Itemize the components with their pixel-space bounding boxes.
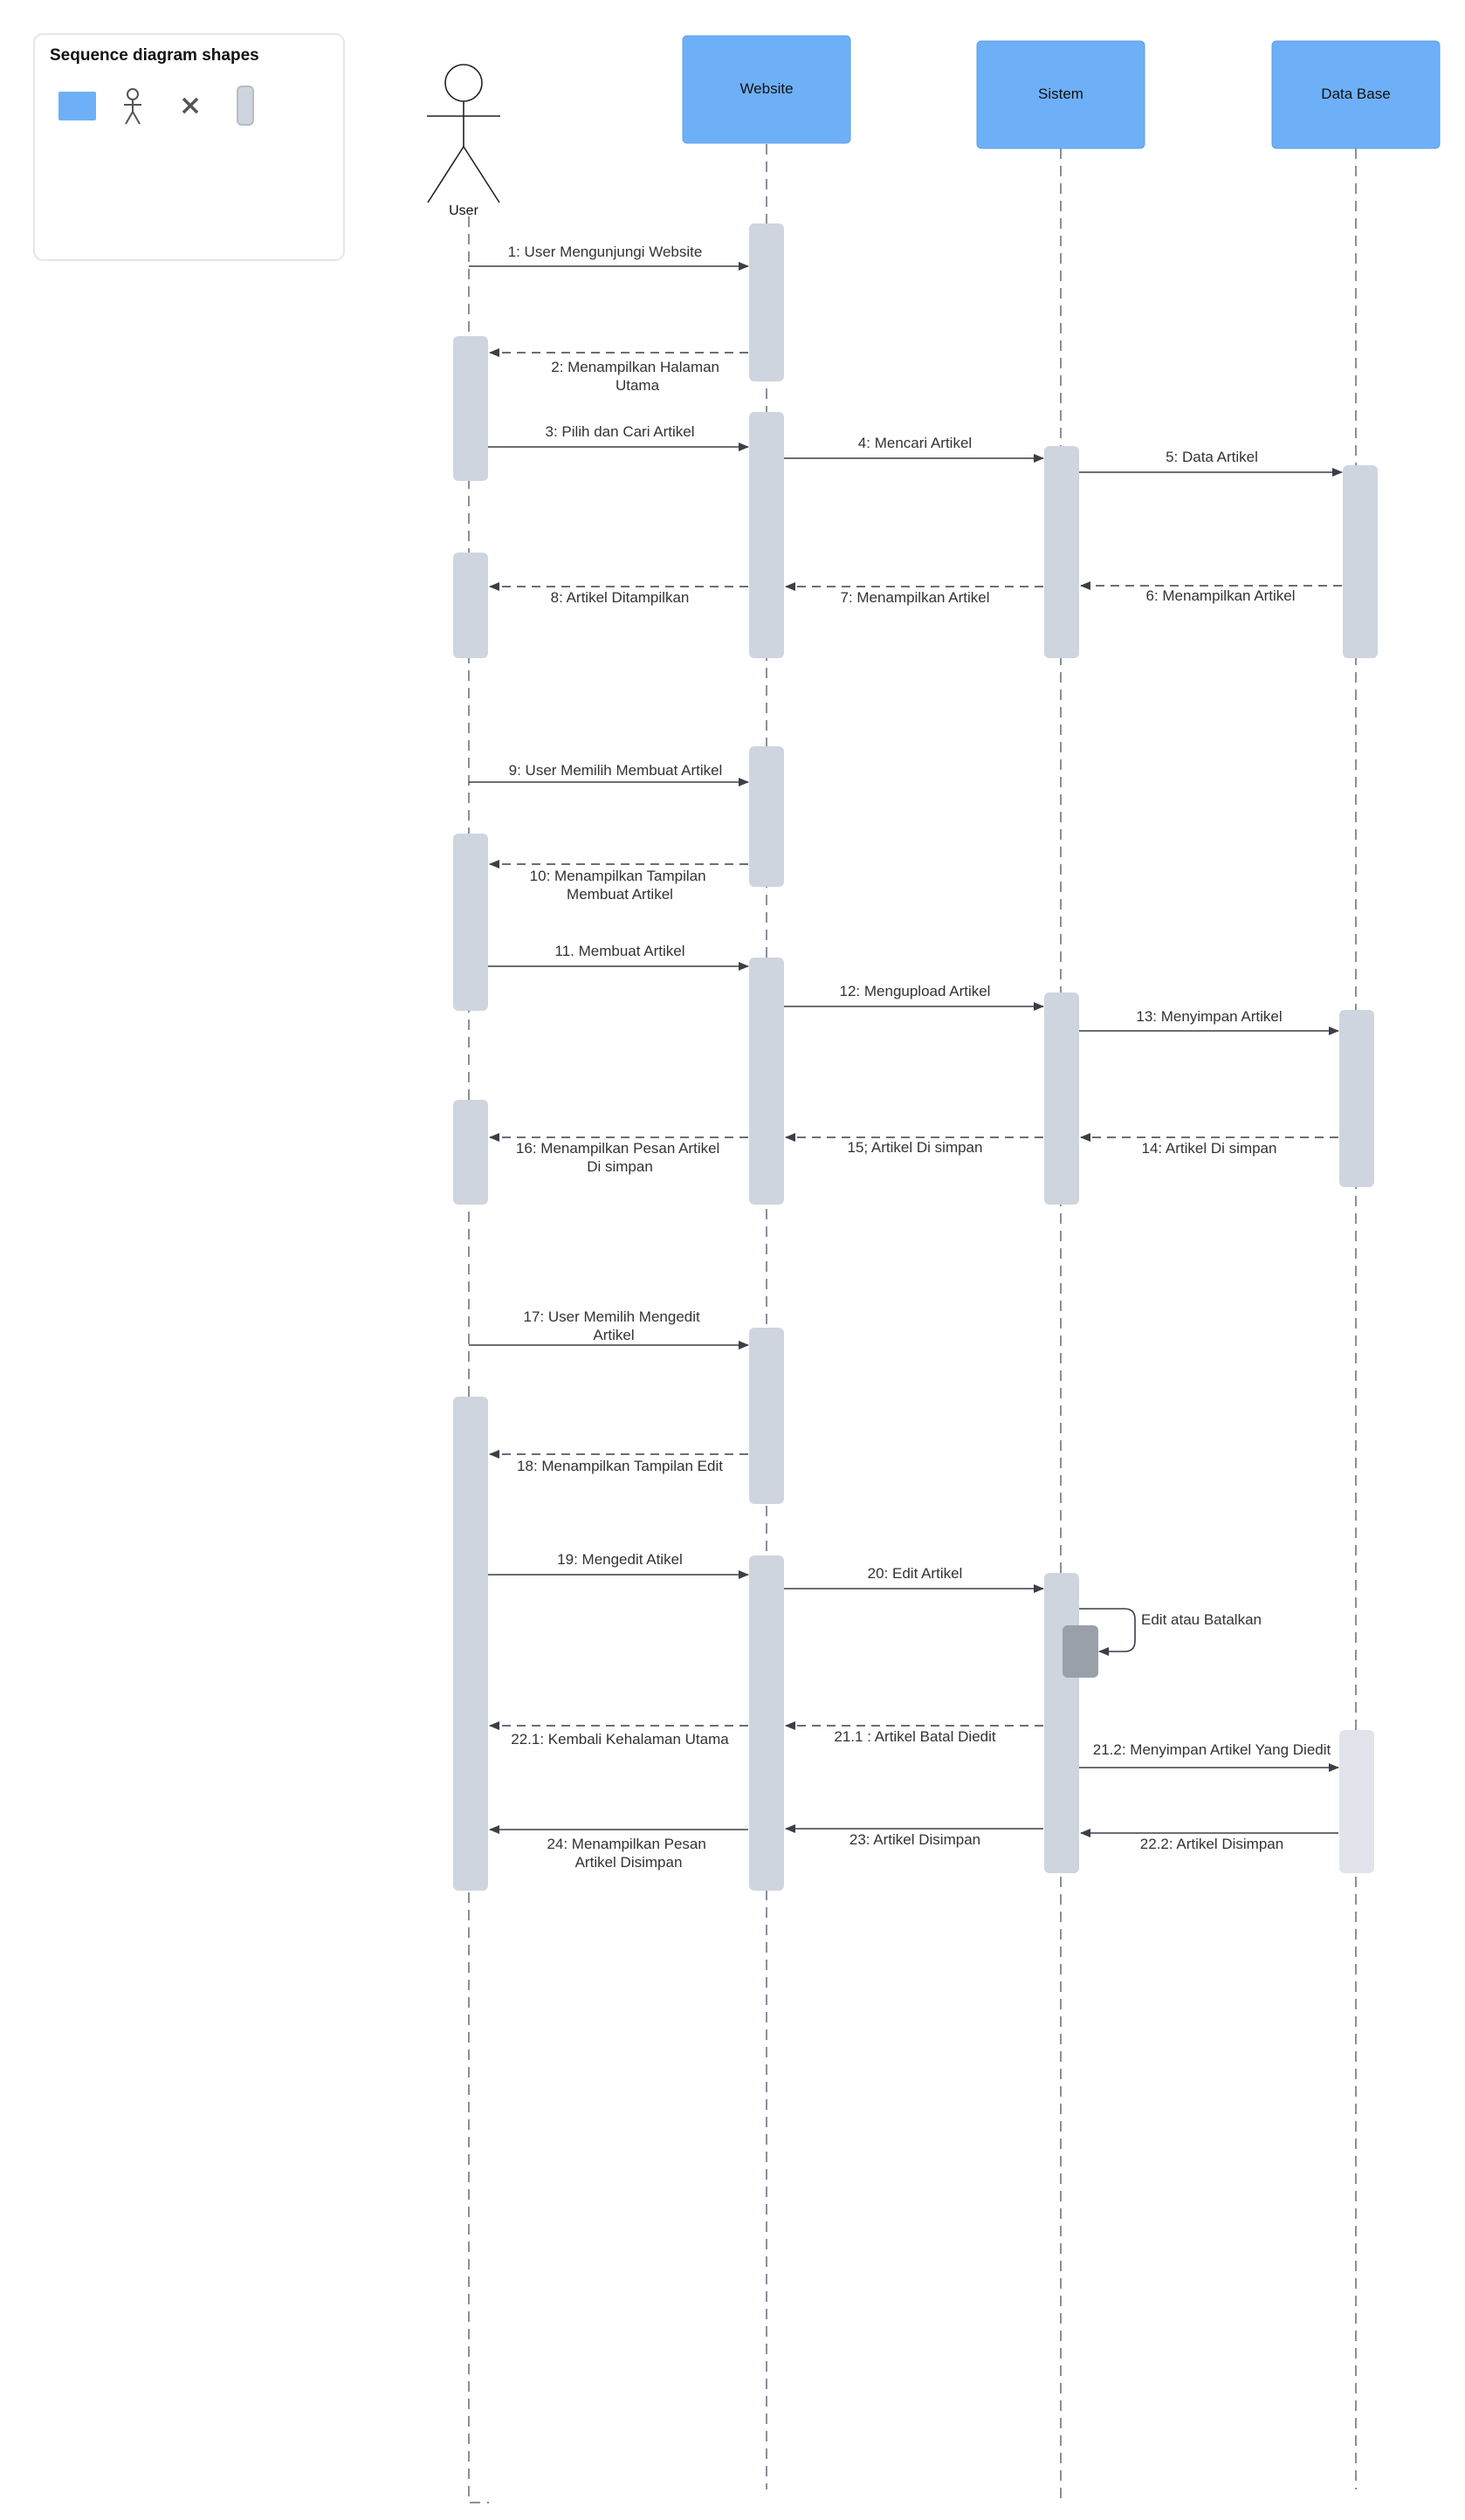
- legend-destroy-x-icon[interactable]: [182, 97, 199, 114]
- legend-panel: Sequence diagram shapes: [33, 33, 345, 261]
- activation-bar: [749, 746, 784, 887]
- activation-bar-nested: [1063, 1625, 1098, 1678]
- activation-bar: [1044, 446, 1079, 658]
- message-5-label: 5: Data Artikel: [1166, 449, 1258, 465]
- participant-database[interactable]: Data Base: [1271, 40, 1441, 149]
- message-21-2-label: 21.2: Menyimpan Artikel Yang Diedit: [1093, 1741, 1331, 1758]
- participant-label-user: User: [449, 203, 478, 218]
- message-3-label: 3: Pilih dan Cari Artikel: [545, 423, 694, 440]
- participant-user[interactable]: User: [427, 64, 500, 218]
- message-17-label: 17: User Memilih Mengedit Artikel: [524, 1308, 705, 1343]
- message-18-label: 18: Menampilkan Tampilan Edit: [517, 1458, 723, 1474]
- activation-bars: [453, 223, 1378, 1891]
- message-22-2-label: 22.2: Artikel Disimpan: [1140, 1836, 1283, 1852]
- participant-label-database: Data Base: [1321, 86, 1390, 102]
- legend-activation-bar-icon[interactable]: [237, 86, 254, 126]
- message-1-label: 1: User Mengunjungi Website: [508, 244, 703, 260]
- message-7-label: 7: Menampilkan Artikel: [840, 589, 989, 606]
- activation-bar: [749, 1328, 784, 1504]
- activation-bar: [749, 1555, 784, 1891]
- participant-website[interactable]: Website: [682, 35, 851, 144]
- message-20-label: 20: Edit Artikel: [868, 1565, 963, 1582]
- message-6-label: 6: Menampilkan Artikel: [1145, 587, 1295, 604]
- message-22-1-label: 22.1: Kembali Kehalaman Utama: [511, 1731, 729, 1748]
- message-labels: 1: User Mengunjungi Website 2: Menampilk…: [508, 244, 1331, 1871]
- activation-bar: [453, 553, 488, 658]
- participant-label-sistem: Sistem: [1038, 86, 1083, 102]
- message-14-label: 14: Artikel Di simpan: [1142, 1140, 1277, 1157]
- participant-label-website: Website: [739, 80, 793, 97]
- activation-bar: [453, 834, 488, 1011]
- message-16-label: 16: Menampilkan Pesan Artikel Di simpan: [516, 1140, 724, 1175]
- activation-bar: [453, 1397, 488, 1891]
- activation-bar: [453, 1100, 488, 1205]
- activation-bar: [749, 412, 784, 658]
- message-23-label: 23: Artikel Disimpan: [849, 1831, 980, 1848]
- message-self-label: Edit atau Batalkan: [1141, 1611, 1262, 1628]
- message-15-label: 15; Artikel Di simpan: [848, 1139, 983, 1156]
- message-2-label: 2: Menampilkan Halaman Utama: [551, 359, 724, 394]
- activation-bar: [1339, 1730, 1374, 1873]
- message-4-label: 4: Mencari Artikel: [858, 435, 972, 451]
- legend-actor-icon[interactable]: [124, 88, 141, 125]
- activation-bar: [1044, 1573, 1079, 1873]
- user-actor-icon: [427, 64, 500, 203]
- message-10-label: 10: Menampilkan Tampilan Membuat Artikel: [530, 868, 711, 903]
- message-self-arrow: [1079, 1608, 1136, 1656]
- message-13-label: 13: Menyimpan Artikel: [1136, 1008, 1282, 1025]
- participant-sistem[interactable]: Sistem: [976, 40, 1145, 149]
- messages: [469, 262, 1343, 1837]
- message-8-label: 8: Artikel Ditampilkan: [551, 589, 690, 606]
- activation-bar: [1339, 1010, 1374, 1187]
- legend-lifeline-box-icon[interactable]: [58, 92, 96, 120]
- message-12-label: 12: Mengupload Artikel: [840, 983, 991, 999]
- activation-bar: [453, 336, 488, 481]
- message-9-label: 9: User Memilih Membuat Artikel: [509, 762, 723, 779]
- message-24-label: 24: Menampilkan Pesan Artikel Disimpan: [547, 1836, 710, 1871]
- message-21-1-label: 21.1 : Artikel Batal Diedit: [834, 1728, 995, 1745]
- activation-bar: [749, 958, 784, 1205]
- message-19-label: 19: Mengedit Atikel: [557, 1551, 683, 1568]
- message-11-label: 11. Membuat Artikel: [555, 943, 685, 959]
- legend-title: Sequence diagram shapes: [50, 46, 259, 65]
- activation-bar: [1343, 465, 1378, 658]
- activation-bar: [749, 223, 784, 381]
- activation-bar: [1044, 992, 1079, 1205]
